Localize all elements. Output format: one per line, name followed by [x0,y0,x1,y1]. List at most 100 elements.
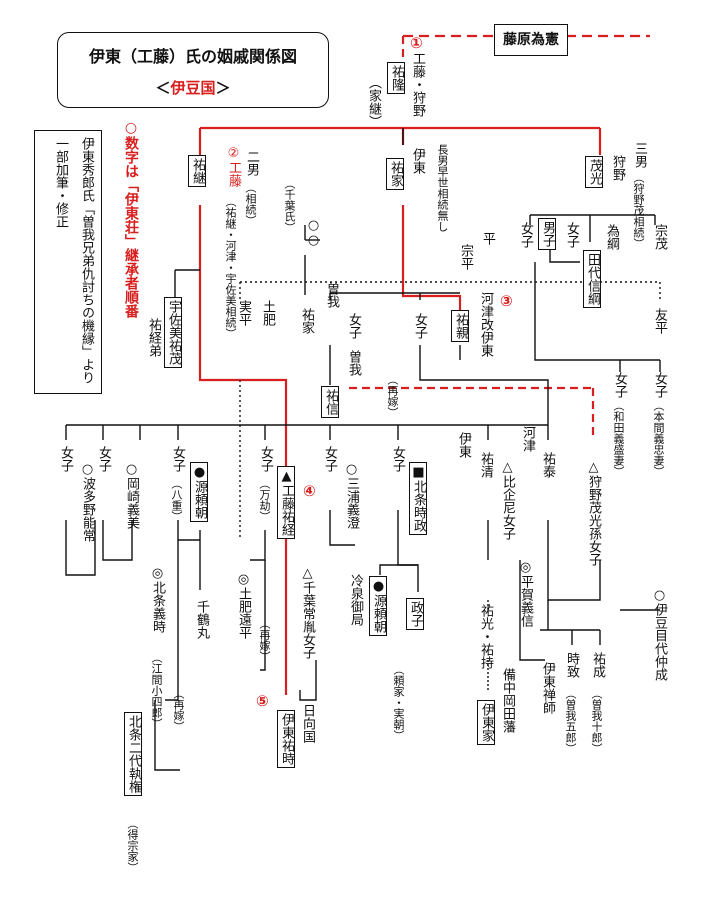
title-box: 伊東（工藤）氏の姻戚関係図 ＜伊豆国＞ [57,32,329,108]
person-ito-suketoki: 伊東祐時 [277,710,295,768]
source-note-line2: 一部加筆・修正 [53,137,68,228]
person-label: ◎土肥遠平 [236,572,251,639]
person-label: 工藤・狩野 [410,52,425,117]
person-label: 伊東禅師 [540,662,555,714]
person-label: 為綱 [604,224,619,250]
person-label: 三男 [632,142,647,168]
person-ito-ie: 伊東家 [477,700,495,745]
person-label: 土肥 [260,300,275,326]
person-label: 平 [480,232,495,245]
person-label: 河津 [520,426,535,452]
person-label: 女子 [58,446,73,472]
person-label: ○三浦義澄 [344,462,359,529]
person-note: （曽我十郎） [590,688,603,754]
person-sukenobu: 祐信 [321,386,339,418]
person-hojo-tokimasa: ■北条時政 [409,462,427,535]
ancestor-box: 藤原為憲 [494,24,568,56]
person-masako: 政子 [406,598,424,630]
person-danshi: 男子 [538,218,556,250]
person-note: （万劫） [258,478,271,522]
person-label: 祐経弟 [146,318,161,357]
person-yoritomo-2: ●源頼朝 [369,576,387,636]
person-note: （千葉氏） [283,178,296,233]
person-note: （曽我五郎） [564,688,577,754]
person-shigemitsu: 茂光 [585,156,603,188]
succession-number: ① [410,34,423,52]
source-note-box: 伊東秀郎氏「曽我兄弟仇討ちの機縁」より 一部加筆・修正 [34,130,102,394]
person-label: 祐泰 [540,452,555,478]
person-label: △狩野茂光孫女子 [586,460,601,566]
person-label: ②工藤 [226,146,241,187]
page-title: 伊東（工藤）氏の姻戚関係図 [88,47,297,66]
person-label: 女子 [258,446,273,472]
person-label: ○伊豆目代仲成 [652,588,667,681]
person-hojo-shikken: 北条二代執権 [124,712,142,796]
person-label: 二男 [244,150,259,176]
person-label: 時致 [564,652,579,678]
person-label: 宗平 [458,244,473,270]
person-label: 女子 [412,313,427,339]
person-label: 曽我 [346,350,361,376]
person-usami: 宇佐美祐茂 [164,297,182,368]
person-label: 女子 [390,446,405,472]
page-subtitle: ＜伊豆国＞ [155,79,231,97]
source-note-line1: 伊東秀郎氏「曽我兄弟仇討ちの機縁」より [79,137,94,384]
person-note: 長男早世相続無し [436,144,449,232]
person-label: ◎平賀義信 [518,560,533,627]
person-label: 女子 [518,222,533,248]
person-note: （八重） [170,478,183,522]
person-note: （得宗家） [126,818,139,873]
person-label: ○波多野能常 [80,462,95,542]
person-label: 河津改伊東 [478,292,493,357]
person-label: 女子 [322,446,337,472]
person-label: △千葉常胤女子 [300,566,315,659]
person-kudo-suketsune: ▲工藤祐経 [277,466,295,539]
person-sukechika: 祐親 [451,310,469,342]
person-label: 友平 [652,308,667,334]
person-label: 伊東 [456,432,471,458]
person-label: 千鶴丸 [194,600,209,639]
person-label: 冷泉御局 [348,574,363,626]
person-label: 女子 [564,222,579,248]
person-label: ◎北条義時 [150,566,165,633]
person-label: 女子 [96,446,111,472]
person-label: 狩野 [610,155,625,181]
person-sukekata: 祐隆 [387,62,405,94]
person-note: （再嫁） [386,374,399,418]
succession-number: ⑤ [256,692,269,710]
succession-number: ④ [303,482,316,500]
person-label: 祐清 [478,452,493,478]
person-note: （家継） [366,76,381,128]
legend-note: ○数字は「伊東荘」継承者順番 [123,120,139,318]
person-label: 祐家 [299,308,314,334]
person-label: 祐成 [590,652,605,678]
person-label: △比企尼女子 [500,460,515,540]
person-label: 備中岡田藩 [500,668,515,733]
person-note: （和田義盛妻） [612,400,625,477]
person-suketsugu: 祐継 [188,155,206,187]
person-label: 女子 [652,372,667,398]
person-note: （相続） [244,182,257,226]
person-note: （本間義忠妻） [652,400,665,477]
person-note: （再嫁） [258,618,271,662]
person-label: 実平 [236,300,251,326]
person-note: （祐継・河津・宇佐美相続） [224,196,237,339]
person-label: ○岡崎義美 [124,462,139,529]
person-tashiro: 田代信綱 [583,250,601,308]
person-note: （江間小四郎） [150,652,163,729]
person-label: 女子 [346,313,361,339]
person-note: （再嫁） [172,688,185,732]
person-label: 女子 [170,446,185,472]
succession-number: ③ [500,292,513,310]
person-note: （狩野茂相続） [632,172,645,249]
person-label: 曽我 [324,282,339,308]
person-label: 女子 [612,372,627,398]
person-label: 祐光・祐持 [478,604,493,669]
person-label: 宗茂 [652,224,667,250]
person-label: ○○ [306,218,321,248]
person-yoritomo: ●源頼朝 [190,462,208,522]
person-label: 伊東 [410,148,425,174]
person-note: （頼家・実朝） [392,664,405,741]
person-label: 日向国 [300,704,315,743]
person-sukeie: 祐家 [386,158,404,190]
